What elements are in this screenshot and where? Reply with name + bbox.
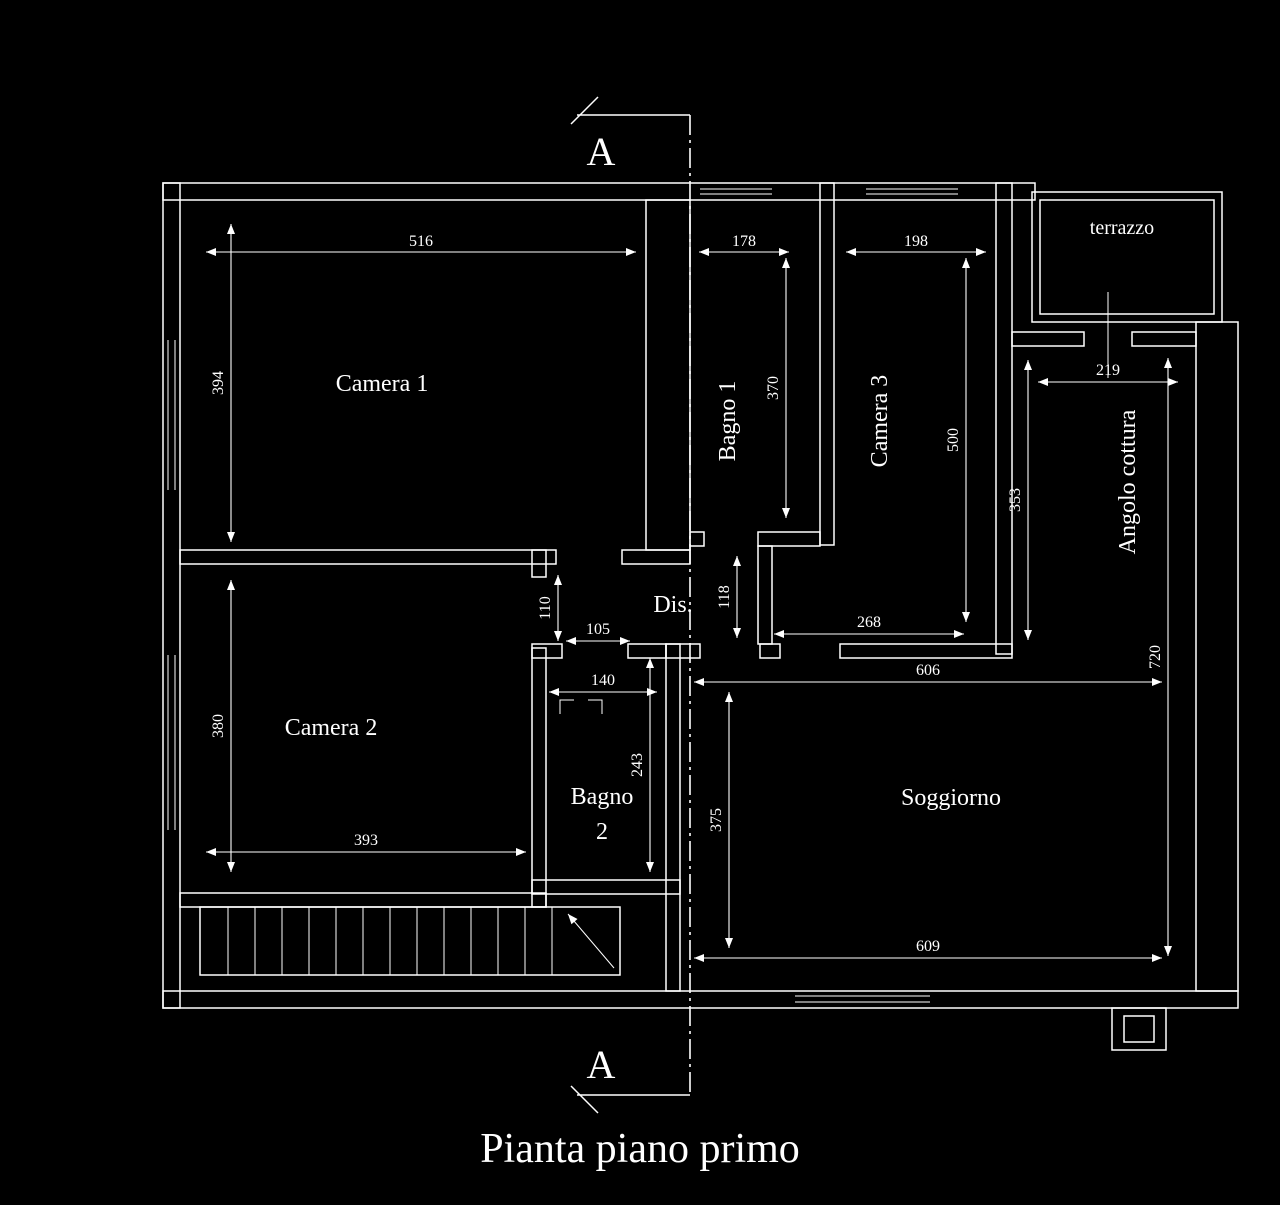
- chimney-outer: [1111, 1007, 1167, 1051]
- dim-label-375: 375: [708, 808, 725, 832]
- terrace-inner-wall: [1039, 199, 1215, 315]
- bagno2-top-wall-a: [531, 643, 563, 659]
- dim-label-268: 268: [857, 614, 881, 631]
- dim-label-500: 500: [945, 428, 962, 452]
- camera2-right-wall-b: [531, 647, 547, 908]
- section-letter-top: A: [587, 129, 616, 174]
- chimney-inner: [1123, 1015, 1155, 1043]
- dim-label-606: 606: [916, 662, 940, 679]
- camera1-right-wall: [645, 199, 691, 551]
- dim-label-516: 516: [409, 233, 433, 250]
- camera3-right-wall: [995, 182, 1013, 655]
- bagno2-fixtures: [559, 699, 603, 714]
- room-label-dis: Dis.: [653, 592, 692, 618]
- dim-label-609: 609: [916, 938, 940, 955]
- section-marker-top-tick: [570, 96, 599, 125]
- dim-label-110: 110: [537, 596, 554, 619]
- dim-label-720: 720: [1147, 645, 1164, 669]
- dim-label-105: 105: [586, 621, 610, 638]
- dim-label-243: 243: [629, 753, 646, 777]
- fixture-mark: [588, 699, 603, 714]
- corridor-bottom-wall-c: [839, 643, 1013, 659]
- dim-label-219: 219: [1096, 362, 1120, 379]
- section-marker-bottom-tick: [570, 1085, 599, 1114]
- interior-walls: [179, 182, 1197, 992]
- corridor-east-wall: [757, 545, 773, 645]
- dim-label-140: 140: [591, 672, 615, 689]
- bagno1-bottom-wall-b: [757, 531, 821, 547]
- bottom-wall: [162, 990, 1239, 1009]
- soggiorno-left-wall: [665, 643, 681, 992]
- dimension-labels: 516 394 178 370 198 500 219 353 720 380 …: [210, 233, 1164, 955]
- kitchen-top-wall-a: [1011, 331, 1085, 347]
- exterior-walls: [162, 182, 1239, 1051]
- top-wall: [162, 182, 1036, 201]
- section-line: A A: [570, 96, 691, 1114]
- corridor-bottom-wall-a: [665, 643, 701, 659]
- camera2-right-wall-a: [531, 549, 547, 578]
- section-letter-bottom: A: [587, 1042, 616, 1087]
- dim-label-178: 178: [732, 233, 756, 250]
- camera2-bottom-wall: [179, 892, 547, 908]
- dim-label-380: 380: [210, 714, 227, 738]
- dim-label-198: 198: [904, 233, 928, 250]
- bagno1-bottom-wall-a: [689, 531, 705, 547]
- room-label-angolo-cottura: Angolo cottura: [1115, 409, 1141, 554]
- dim-label-393: 393: [354, 832, 378, 849]
- left-wall: [162, 182, 181, 1009]
- dim-label-118: 118: [716, 585, 733, 608]
- terrace-outer-wall: [1031, 191, 1223, 323]
- dim-label-370: 370: [765, 376, 782, 400]
- room-label-camera2: Camera 2: [285, 715, 378, 741]
- bagno2-bottom-wall: [531, 879, 681, 895]
- room-label-camera1: Camera 1: [336, 371, 429, 397]
- dimension-lines: [206, 224, 1178, 962]
- room-label-bagno1: Bagno 1: [715, 381, 741, 462]
- bagno2-top-wall-b: [627, 643, 667, 659]
- room-label-bagno2-line2: 2: [596, 819, 608, 845]
- room-label-soggiorno: Soggiorno: [901, 785, 1001, 811]
- dim-label-394: 394: [210, 371, 227, 395]
- bagno1-right-wall: [819, 182, 835, 546]
- windows: [167, 188, 958, 1003]
- kitchen-top-wall-b: [1131, 331, 1197, 347]
- corridor-bottom-wall-b: [759, 643, 781, 659]
- camera1-camera2-wall-a: [179, 549, 557, 565]
- plan-title: Pianta piano primo: [480, 1126, 800, 1172]
- room-labels: Camera 1 Camera 2 Camera 3 Bagno 1 Bagno…: [285, 217, 1155, 845]
- staircase: [199, 906, 621, 976]
- camera1-camera2-wall-b: [621, 549, 691, 565]
- room-label-camera3: Camera 3: [867, 375, 893, 468]
- right-wall: [1195, 321, 1239, 992]
- terrace: [1031, 191, 1223, 378]
- stairs-direction-arrow: [567, 913, 615, 969]
- dim-label-353: 353: [1007, 488, 1024, 512]
- room-label-terrazzo: terrazzo: [1090, 217, 1154, 239]
- stairs-treads: [227, 907, 553, 975]
- room-label-bagno2-line1: Bagno: [571, 784, 634, 810]
- fixture-mark: [559, 699, 574, 714]
- stairs-outline: [199, 906, 621, 976]
